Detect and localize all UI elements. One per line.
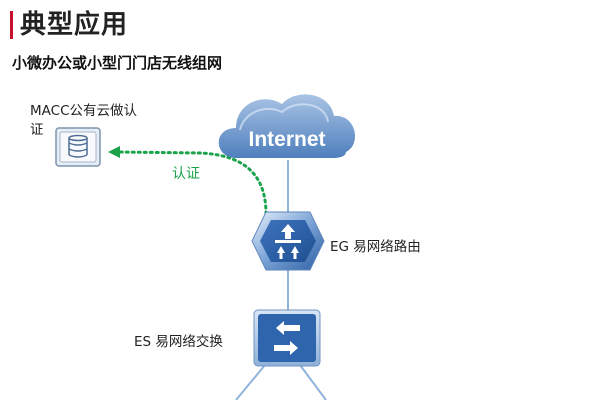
link-es-downstream-right bbox=[299, 364, 327, 400]
macc-label: MACC公有云做认证 bbox=[30, 103, 137, 138]
internet-label: Internet bbox=[248, 128, 325, 151]
eg-label: EG 易网络路由 bbox=[330, 239, 421, 255]
link-es-downstream-left bbox=[235, 364, 266, 400]
auth-arrowhead bbox=[108, 146, 120, 158]
es-label: ES 易网络交换 bbox=[134, 334, 223, 350]
cloud-icon bbox=[218, 94, 356, 158]
router-icon bbox=[251, 211, 325, 271]
server-icon bbox=[55, 127, 101, 167]
auth-label: 认证 bbox=[172, 166, 200, 182]
auth-path bbox=[108, 146, 268, 216]
page-subtitle: 小微办公或小型门门店无线组网 bbox=[12, 54, 223, 72]
switch-icon bbox=[253, 309, 321, 367]
title-accent-bar bbox=[10, 11, 13, 39]
page-title: 典型应用 bbox=[20, 10, 129, 40]
